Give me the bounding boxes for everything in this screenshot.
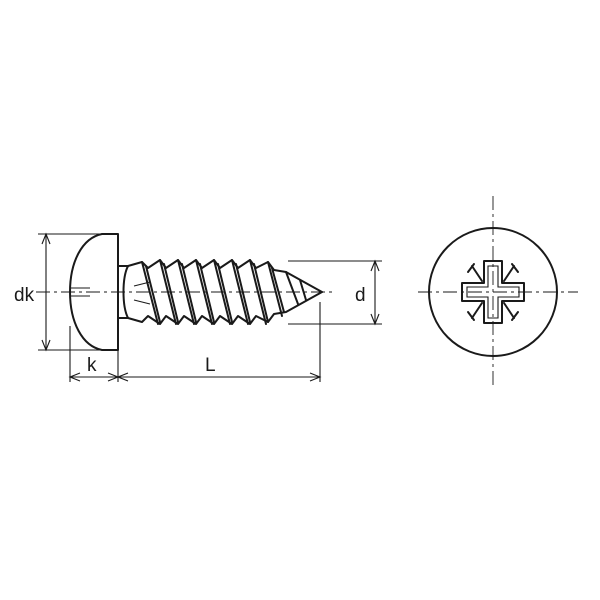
dimension-L: L — [116, 302, 322, 382]
dimension-label-dk: dk — [14, 285, 35, 306]
thread-top-profile — [127, 259, 323, 293]
dimension-label-k: k — [87, 355, 97, 376]
screw-head — [69, 233, 119, 351]
dimension-k: k — [68, 326, 320, 382]
screw-top-view — [428, 227, 558, 357]
dimension-label-d: d — [355, 285, 366, 306]
head-outer-circle — [428, 227, 558, 357]
dimension-d: d — [288, 259, 382, 326]
head-slot — [70, 287, 90, 297]
dimension-label-L: L — [205, 355, 216, 376]
pozidriv-diagonal-ticks — [467, 263, 519, 321]
thread-helix-lines — [141, 259, 307, 325]
thread-root-line — [133, 281, 151, 305]
pozidriv-inner-cross — [466, 265, 520, 319]
pozidriv-recess — [461, 260, 525, 324]
dimension-dk: dk — [14, 232, 100, 352]
screw-side-view — [69, 233, 323, 351]
